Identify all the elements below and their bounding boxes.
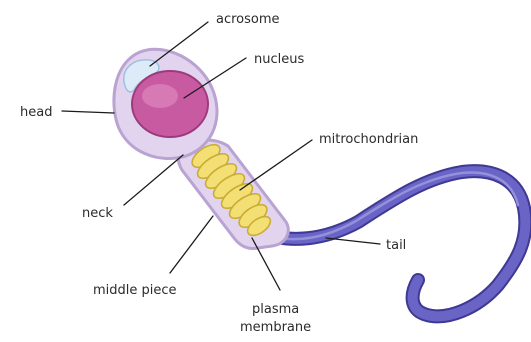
mitochondrian-leader [240,140,312,190]
middle-piece-leader [170,216,213,273]
head [114,49,217,158]
label-plasma: plasma [252,302,299,317]
neck-leader [124,155,183,205]
label-middle-piece: middle piece [93,283,177,298]
label-nucleus: nucleus [254,52,304,67]
label-head: head [20,105,52,120]
head-leader [62,111,114,113]
label-acrosome: acrosome [216,12,280,27]
tail-leader [326,238,380,244]
label-mitochondrian: mitrochondrian [319,132,418,147]
label-neck: neck [82,206,113,221]
middle-piece [179,140,289,249]
nucleus-highlight [142,84,178,108]
label-tail: tail [386,238,406,253]
label-membrane: membrane [240,320,311,335]
